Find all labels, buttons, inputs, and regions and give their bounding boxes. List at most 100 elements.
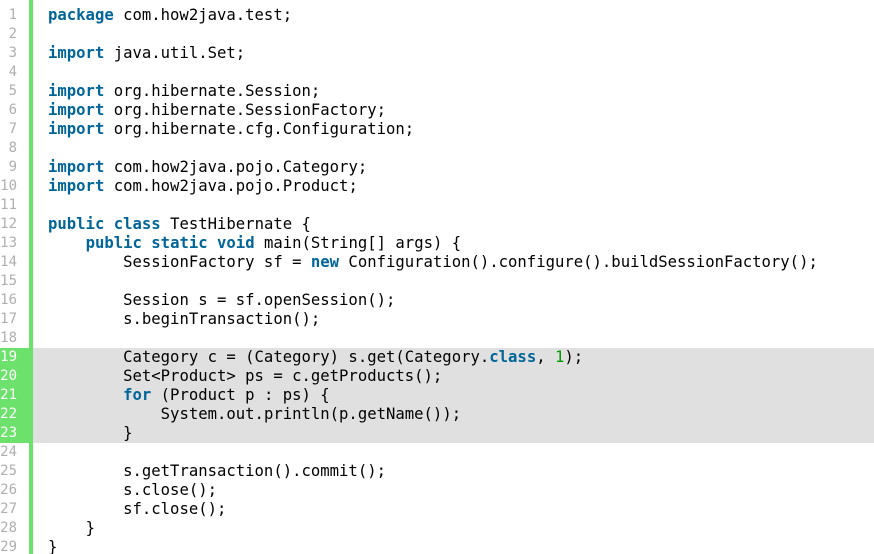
code-token: main(String[] args) { <box>254 234 462 252</box>
line-number: 21 <box>0 386 29 405</box>
code-token: , <box>536 348 555 366</box>
code-text: import java.util.Set; <box>48 44 245 63</box>
code-line: 11 <box>0 196 874 215</box>
line-number: 3 <box>8 45 17 61</box>
line-number: 4 <box>8 64 17 80</box>
keyword-token: import <box>48 44 105 62</box>
code-token: Set<Product> ps = c.getProducts(); <box>123 367 443 385</box>
code-text: import org.hibernate.cfg.Configuration; <box>48 120 414 139</box>
code-line: 19 Category c = (Category) s.get(Categor… <box>0 348 874 367</box>
line-number: 9 <box>8 159 17 175</box>
code-text: s.beginTransaction(); <box>48 310 320 329</box>
code-token: com.how2java.pojo.Category; <box>104 158 368 176</box>
code-text: import com.how2java.pojo.Category; <box>48 158 367 177</box>
code-token <box>142 234 151 252</box>
code-line: 14 SessionFactory sf = new Configuration… <box>0 253 874 272</box>
line-number: 14 <box>0 254 17 270</box>
keyword-token: class <box>113 215 161 233</box>
line-number: 1 <box>8 7 17 23</box>
code-token: com.how2java.test; <box>113 6 293 24</box>
code-token: } <box>85 519 95 537</box>
line-number: 2 <box>8 26 17 42</box>
code-line: 15 <box>0 272 874 291</box>
line-number: 13 <box>0 235 17 251</box>
line-number: 22 <box>0 405 29 424</box>
code-line: 18 <box>0 329 874 348</box>
code-token: com.how2java.pojo.Product; <box>104 177 358 195</box>
code-token: } <box>48 538 58 554</box>
code-token: org.hibernate.SessionFactory; <box>104 101 386 119</box>
keyword-token: static <box>151 234 208 252</box>
code-token: ); <box>564 348 584 366</box>
line-number: 8 <box>8 140 17 156</box>
code-token: java.util.Set; <box>104 44 246 62</box>
line-number: 26 <box>0 482 17 498</box>
code-line: 1 package com.how2java.test; <box>0 6 874 25</box>
code-text: s.close(); <box>48 481 217 500</box>
code-line: 29} <box>0 538 874 554</box>
code-text: SessionFactory sf = new Configuration().… <box>48 253 818 272</box>
code-text: public class TestHibernate { <box>48 215 311 234</box>
code-text: Category c = (Category) s.get(Category.c… <box>48 348 583 367</box>
line-number: 15 <box>0 273 17 289</box>
keyword-token: new <box>310 253 340 271</box>
code-line: 20 Set<Product> ps = c.getProducts(); <box>0 367 874 386</box>
code-line: 5 import org.hibernate.Session; <box>0 82 874 101</box>
line-number: 7 <box>8 121 17 137</box>
code-line: 23 } <box>0 424 874 443</box>
code-token: s.close(); <box>123 481 217 499</box>
line-number: 25 <box>0 463 17 479</box>
code-text: } <box>48 424 133 443</box>
line-number: 29 <box>0 539 17 554</box>
code-line: 2 <box>0 25 874 44</box>
line-number: 23 <box>0 424 29 443</box>
line-number-gutter <box>0 0 29 554</box>
line-number: 10 <box>0 178 17 194</box>
code-text: sf.close(); <box>48 500 226 519</box>
code-line: 6 import org.hibernate.SessionFactory; <box>0 101 874 120</box>
keyword-token: import <box>48 177 105 195</box>
code-line: 17 s.beginTransaction(); <box>0 310 874 329</box>
keyword-token: public <box>85 234 142 252</box>
code-text: Set<Product> ps = c.getProducts(); <box>48 367 442 386</box>
code-line: 10 import com.how2java.pojo.Product; <box>0 177 874 196</box>
code-token: Category c = (Category) s.get(Category. <box>123 348 490 366</box>
code-text: for (Product p : ps) { <box>48 386 330 405</box>
code-token: s.getTransaction().commit(); <box>123 462 386 480</box>
code-line: 26 s.close(); <box>0 481 874 500</box>
code-text: s.getTransaction().commit(); <box>48 462 386 481</box>
code-token: System.out.println(p.getName()); <box>160 405 462 423</box>
code-line: 22 System.out.println(p.getName()); <box>0 405 874 424</box>
keyword-token: package <box>48 6 114 24</box>
line-number: 24 <box>0 444 17 460</box>
code-line: 28 } <box>0 519 874 538</box>
code-token: } <box>123 424 133 442</box>
line-number: 16 <box>0 292 17 308</box>
code-text: import org.hibernate.Session; <box>48 82 320 101</box>
code-line: 16 Session s = sf.openSession(); <box>0 291 874 310</box>
code-line: 9 import com.how2java.pojo.Category; <box>0 158 874 177</box>
line-number: 11 <box>0 197 17 213</box>
code-line: 7 import org.hibernate.cfg.Configuration; <box>0 120 874 139</box>
line-number: 5 <box>8 83 17 99</box>
code-text: import org.hibernate.SessionFactory; <box>48 101 386 120</box>
keyword-token: class <box>489 348 537 366</box>
code-token: TestHibernate { <box>160 215 311 233</box>
code-token: SessionFactory sf = <box>123 253 311 271</box>
code-text: public static void main(String[] args) { <box>48 234 462 253</box>
line-number: 18 <box>0 330 17 346</box>
code-text: package com.how2java.test; <box>48 6 292 25</box>
keyword-token: public <box>48 215 105 233</box>
code-line: 13 public static void main(String[] args… <box>0 234 874 253</box>
line-number: 27 <box>0 501 17 517</box>
code-token <box>104 215 113 233</box>
keyword-token: import <box>48 82 105 100</box>
code-line: 3 import java.util.Set; <box>0 44 874 63</box>
code-token: (Product p : ps) { <box>151 386 330 404</box>
line-number: 20 <box>0 367 29 386</box>
code-line: 24 <box>0 443 874 462</box>
line-number: 6 <box>8 102 17 118</box>
code-line: 8 <box>0 139 874 158</box>
